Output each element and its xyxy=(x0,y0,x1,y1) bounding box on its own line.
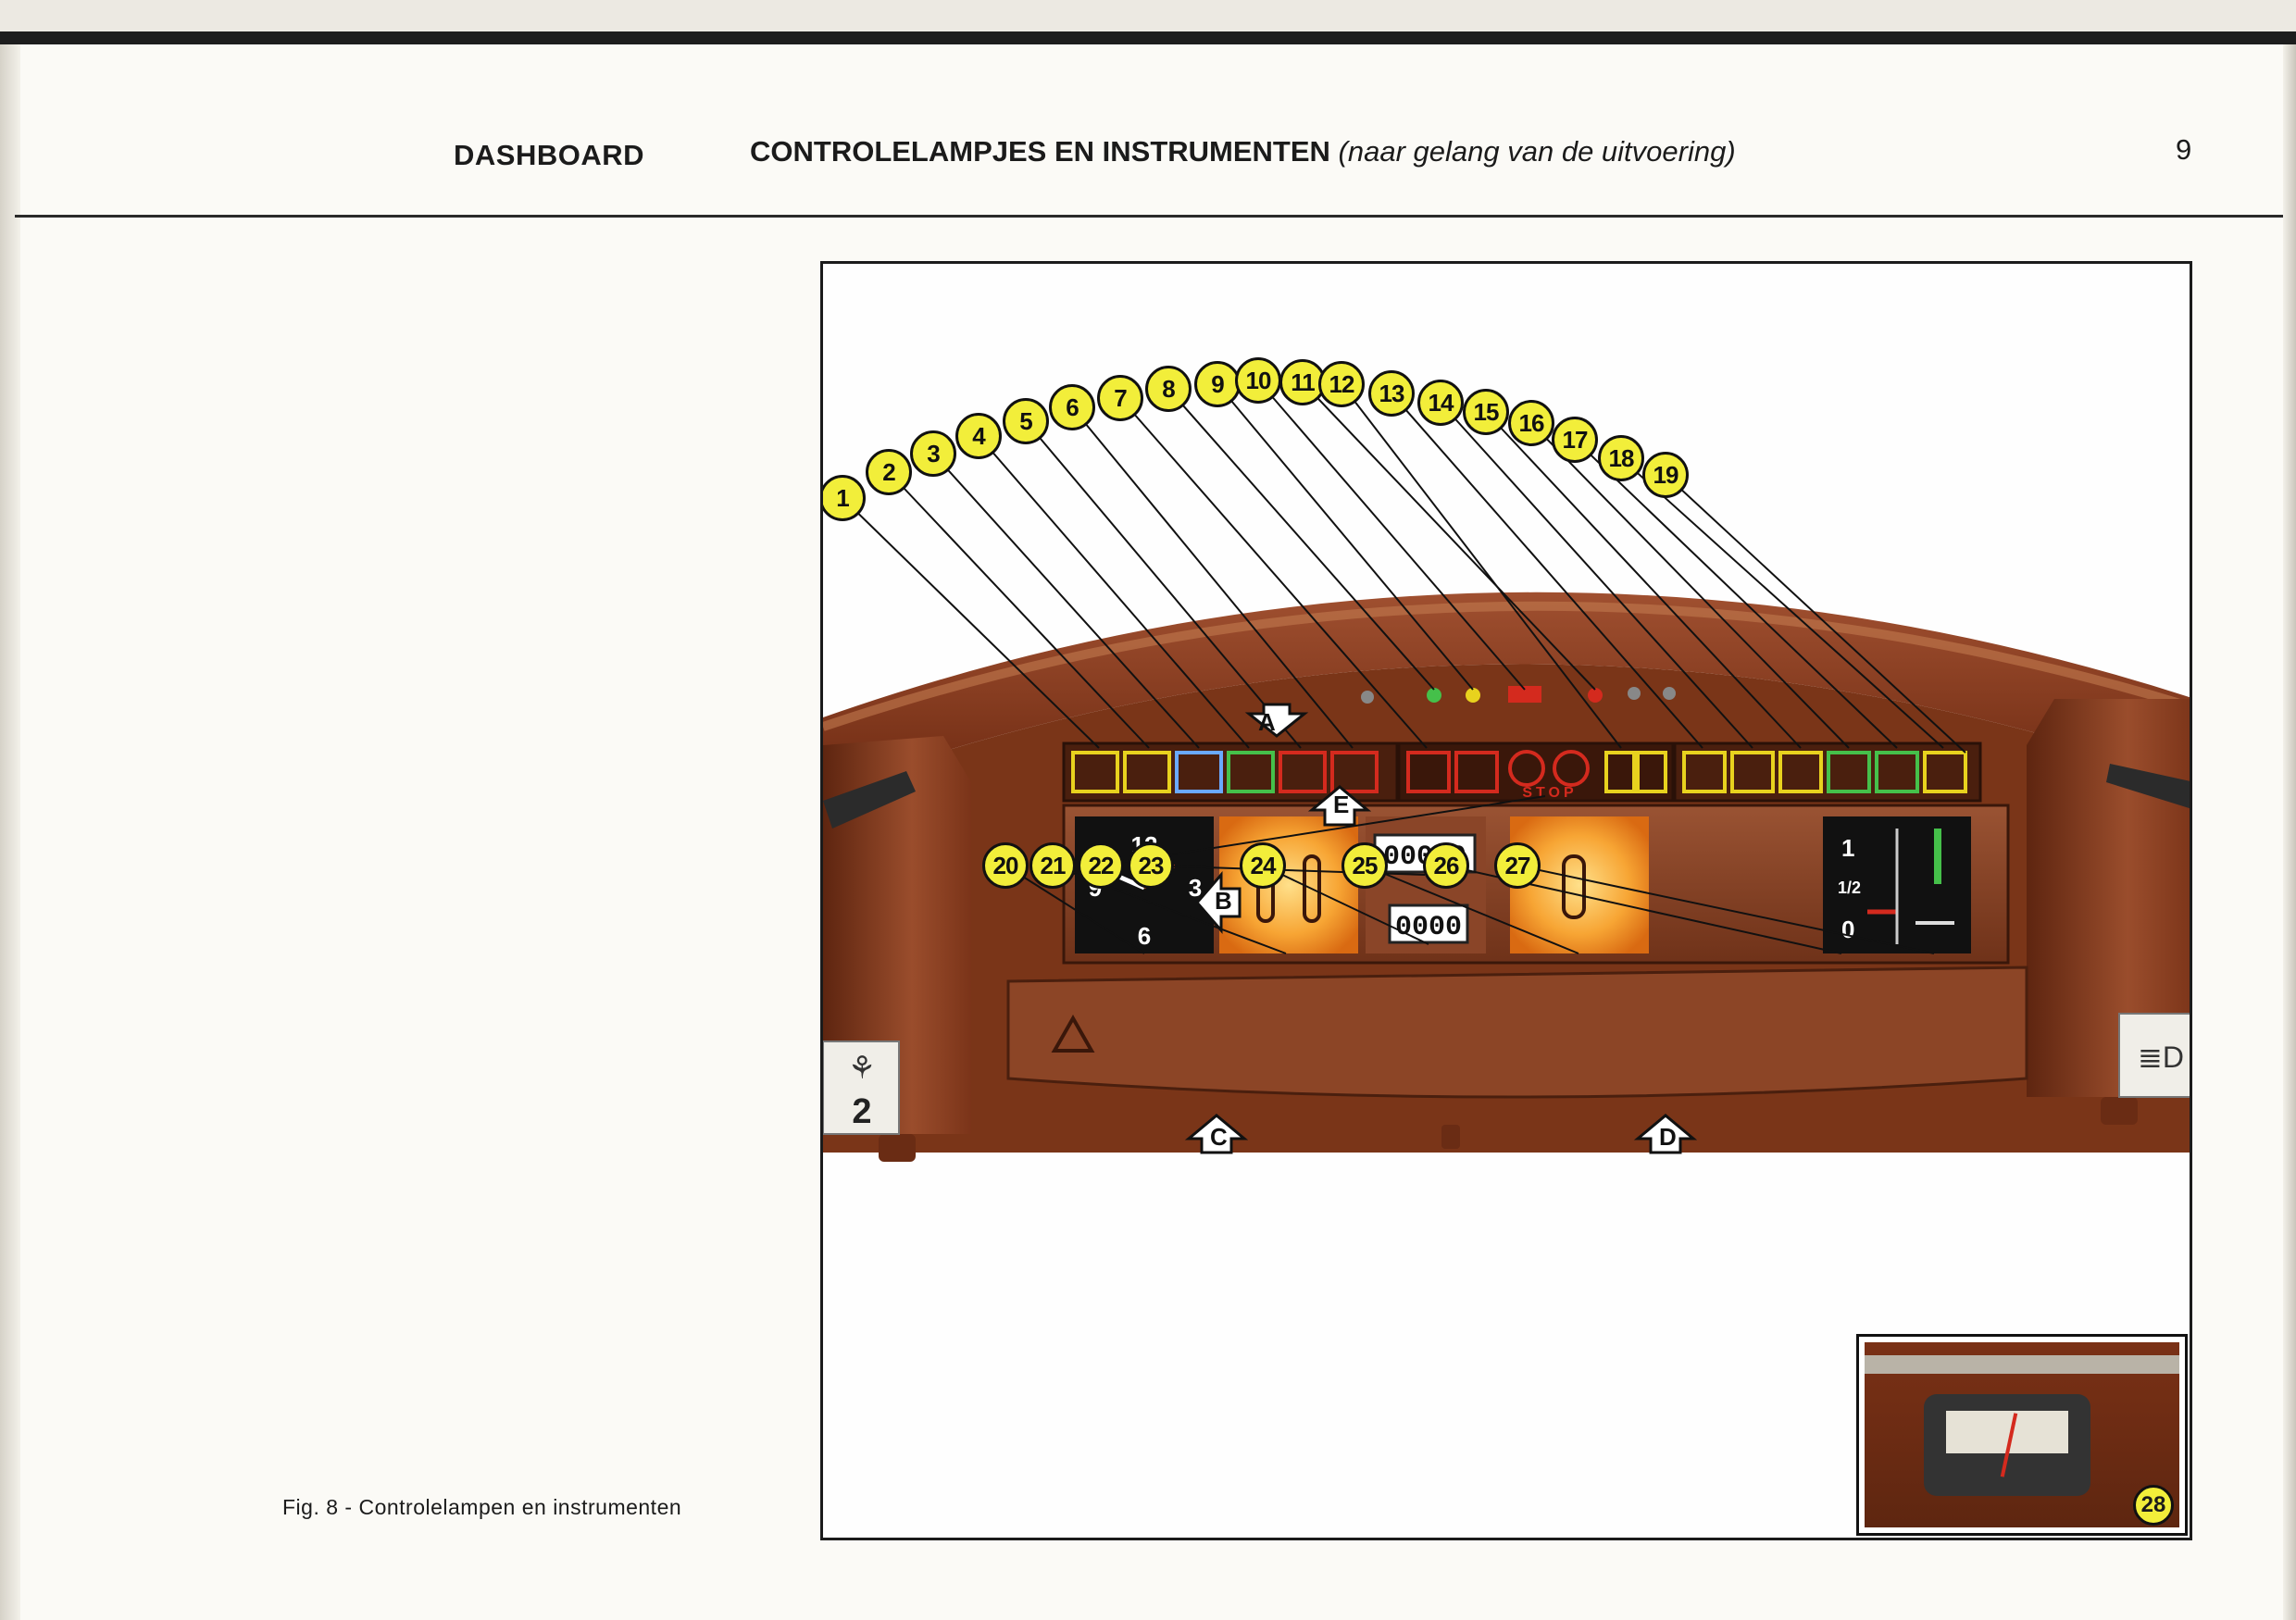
right-pod-foot xyxy=(2101,1097,2138,1125)
callout-badge: 2 xyxy=(866,449,912,495)
callout-badge: 11 xyxy=(1279,359,1326,405)
page-top-band xyxy=(0,0,2296,44)
right-stalk xyxy=(2106,764,2190,809)
arrow-e-label: E xyxy=(1333,791,1350,818)
hazard-triangle-icon xyxy=(1051,1014,1095,1053)
dashboard-illustration: ⚘ 2 ≣D STOP xyxy=(823,380,2190,1162)
arrow-b-label: B xyxy=(1215,887,1232,915)
page-number: 9 xyxy=(2176,133,2192,166)
indicator-dots xyxy=(1361,686,1676,704)
oil-level-bar xyxy=(1934,829,1941,884)
fuel-mark-half: 1/2 xyxy=(1838,879,1861,897)
callout-badge: 24 xyxy=(1240,842,1286,889)
header-rule xyxy=(15,215,2283,218)
warning-lamps-center xyxy=(1406,750,1667,793)
callout-leaders-top xyxy=(842,380,1966,754)
warning-lamps-right xyxy=(1682,751,1967,793)
wiper-switch-icon: ⚘ xyxy=(848,1051,876,1086)
section-heading: DASHBOARD xyxy=(454,139,644,171)
callout-badge: 19 xyxy=(1642,452,1689,498)
clock-3: 3 xyxy=(1189,874,1202,902)
speedometer-needle-right xyxy=(1303,854,1321,923)
callout-badge: 12 xyxy=(1318,361,1365,407)
tachometer-needle xyxy=(1562,854,1586,919)
callout-badge: 7 xyxy=(1097,375,1143,421)
callout-badge: 13 xyxy=(1368,370,1415,417)
right-side-pod xyxy=(2027,699,2190,1097)
fuel-mark-empty: 0 xyxy=(1841,916,1854,943)
callout-badge: 17 xyxy=(1552,417,1598,463)
inset-callout: 28 xyxy=(2133,1485,2174,1526)
callout-badge: 21 xyxy=(1029,842,1076,889)
headlight-switch-icon: ≣D xyxy=(2138,1041,2184,1074)
lower-center-stud xyxy=(1441,1125,1460,1149)
fuel-mark-full: 1 xyxy=(1841,834,1854,862)
callout-badge: 15 xyxy=(1463,389,1509,435)
left-side-pod xyxy=(823,736,971,1134)
callout-badge: 18 xyxy=(1598,435,1644,481)
callout-badge: 27 xyxy=(1494,842,1541,889)
arrow-e xyxy=(1307,785,1372,827)
dash-top-arch-trim xyxy=(823,601,2190,731)
callout-badge: 9 xyxy=(1194,361,1241,407)
left-pod-foot xyxy=(879,1134,916,1162)
callout-badge: 20 xyxy=(982,842,1029,889)
dashboard-figure: ⚘ 2 ≣D STOP xyxy=(820,261,2192,1540)
callout-badge: 3 xyxy=(910,430,956,477)
figure-caption: Fig. 8 - Controlelampen en instrumenten xyxy=(282,1495,682,1519)
page-binding-shadow xyxy=(0,44,20,1620)
arrow-a-label: A xyxy=(1258,708,1276,736)
wiper-switch-number: 2 xyxy=(852,1092,871,1131)
callout-badge: 8 xyxy=(1145,366,1192,412)
page-title-main: CONTROLELAMPJES EN INSTRUMENTEN xyxy=(750,135,1330,168)
callout-badge: 5 xyxy=(1003,398,1049,444)
callout-badge: 22 xyxy=(1078,842,1124,889)
arrow-c xyxy=(1184,1114,1249,1154)
callout-badge: 1 xyxy=(823,475,866,521)
callout-badge: 14 xyxy=(1417,380,1464,426)
page-title-subtitle: (naar gelang van de uitvoering) xyxy=(1338,135,1736,168)
callout-badge: 4 xyxy=(955,413,1002,459)
wiper-switch-plate xyxy=(823,1041,900,1135)
arrow-a xyxy=(1244,703,1309,738)
callout-badge: 26 xyxy=(1423,842,1469,889)
page-header: DASHBOARD CONTROLELAMPJES EN INSTRUMENTE… xyxy=(0,120,2296,176)
odometer-trip: 0000 xyxy=(1395,912,1462,943)
page-top-edge xyxy=(0,31,2296,44)
arrow-d-label: D xyxy=(1659,1123,1677,1151)
page-title: CONTROLELAMPJES EN INSTRUMENTEN (naar ge… xyxy=(750,135,1736,168)
left-stalk xyxy=(823,771,916,829)
page-right-edge xyxy=(2283,44,2296,1620)
arrow-b xyxy=(1195,870,1242,935)
callout-badge: 23 xyxy=(1128,842,1174,889)
speedometer-window xyxy=(1219,816,1358,953)
arrow-d xyxy=(1633,1114,1698,1154)
light-switch-plate xyxy=(2118,1013,2190,1098)
callout-badge: 10 xyxy=(1235,357,1281,404)
callout-badge: 25 xyxy=(1341,842,1388,889)
warning-lamps-left xyxy=(1071,751,1379,793)
callout-badge: 16 xyxy=(1508,400,1554,446)
arrow-c-label: C xyxy=(1210,1123,1228,1151)
inset-box: 28 xyxy=(1856,1334,2188,1536)
lower-glovebox xyxy=(1006,966,2028,1099)
inset-trim xyxy=(1865,1355,2179,1374)
clock-6: 6 xyxy=(1138,922,1151,950)
callout-badge: 6 xyxy=(1049,384,1095,430)
odometer-trip-box xyxy=(1388,903,1469,944)
